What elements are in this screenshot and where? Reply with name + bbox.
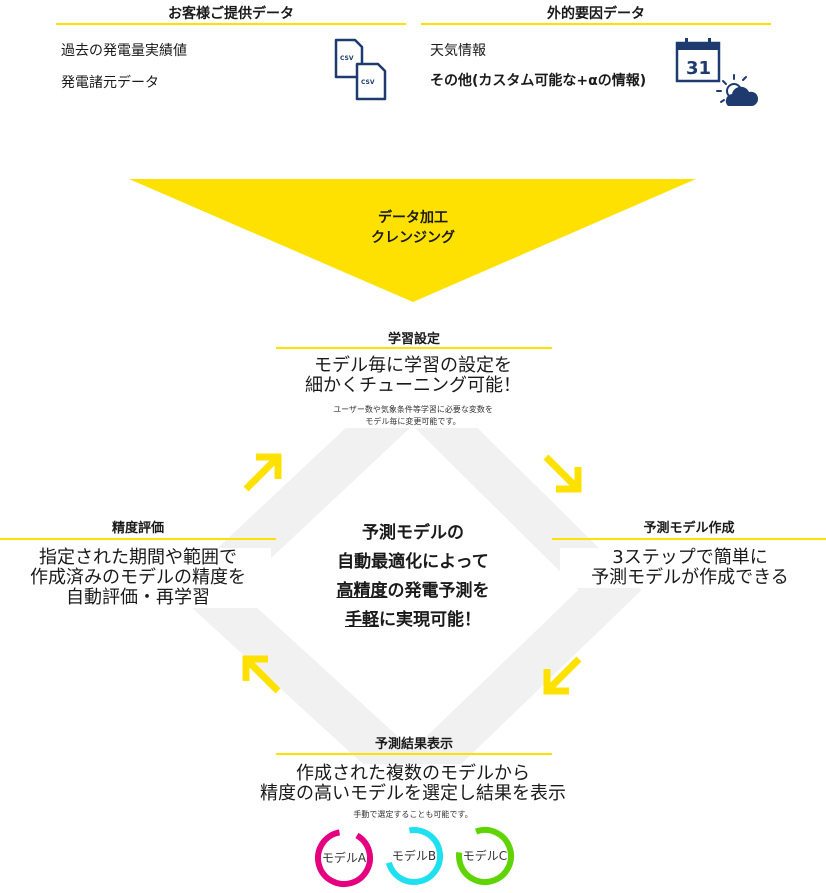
result-note: 手動で選定することも可能です。 — [353, 810, 473, 819]
customer-data-item: 過去の発電量実績値 — [61, 43, 187, 59]
accuracy-line3: 自動評価・再学習 — [66, 587, 210, 608]
center-line4-rest: に実現可能！ — [379, 610, 481, 630]
model-creation-line2: 予測モデルが作成できる — [591, 567, 789, 588]
funnel-label: データ加工 クレンジング — [313, 208, 513, 248]
arrow-down-right-icon — [546, 457, 578, 489]
model-c-ring-icon — [456, 827, 514, 885]
result-underline — [276, 753, 552, 755]
center-line3-underlined: 高精度 — [336, 581, 388, 601]
result-line2: 精度の高いモデルを選定し結果を表示 — [260, 783, 566, 804]
csv-file-icon: CSV CSV — [334, 38, 387, 101]
result-description: 作成された複数のモデルから 精度の高いモデルを選定し結果を表示 手動で選定するこ… — [200, 764, 626, 821]
learning-main-line2: 細かくチューニング可能！ — [305, 375, 521, 396]
center-line4: 手軽に実現可能！ — [283, 606, 543, 635]
model-a-ring: モデルA — [313, 827, 375, 889]
calendar-day: 31 — [686, 58, 711, 79]
center-line3: 高精度の発電予測を — [283, 577, 543, 606]
result-title: 予測結果表示 — [374, 737, 453, 752]
accuracy-underline — [0, 538, 276, 540]
accuracy-line1: 指定された期間や範囲で — [39, 547, 237, 568]
weather-cloud-sun-icon — [716, 74, 759, 106]
center-line1: 予測モデルの — [362, 523, 464, 543]
learning-underline — [276, 347, 552, 349]
model-creation-title: 予測モデル作成 — [643, 521, 735, 536]
customer-data-item: 発電諸元データ — [61, 75, 159, 91]
learning-main-line1: モデル毎に学習の設定を — [314, 355, 512, 376]
csv-label: CSV — [361, 79, 375, 86]
model-b-label: モデルB — [391, 849, 437, 863]
model-creation-underline — [552, 538, 826, 540]
center-line2: 自動最適化によって — [337, 552, 489, 572]
csv-label: CSV — [340, 55, 354, 62]
accuracy-description: 指定された期間や範囲で 作成済みのモデルの精度を 自動評価・再学習 — [5, 548, 271, 608]
external-data-underline — [421, 23, 771, 25]
model-creation-description: 3ステップで簡単に 予測モデルが作成できる — [560, 548, 820, 588]
model-b-ring-icon — [385, 827, 443, 885]
model-c-label: モデルC — [462, 849, 508, 863]
customer-data-underline — [56, 23, 406, 25]
accuracy-line2: 作成済みのモデルの精度を — [30, 567, 246, 588]
center-line4-underlined: 手軽 — [345, 610, 379, 630]
model-a-ring-icon — [315, 829, 373, 887]
customer-data-title: お客様ご提供データ — [168, 6, 294, 22]
learning-note-line2: モデル毎に変更可能です。 — [365, 417, 461, 426]
external-data-title: 外的要因データ — [547, 6, 645, 22]
funnel-line1: データ加工 — [378, 210, 448, 226]
external-data-item: その他(カスタム可能な+αの情報) — [430, 73, 647, 89]
model-c-ring: モデルC — [454, 825, 516, 887]
funnel-line2: クレンジング — [371, 230, 455, 246]
center-line3-rest: の発電予測を — [387, 581, 490, 601]
accuracy-title: 精度評価 — [111, 521, 164, 536]
learning-title: 学習設定 — [387, 332, 440, 347]
data-cleansing-funnel — [129, 179, 696, 302]
result-line1: 作成された複数のモデルから — [296, 763, 530, 784]
external-data-item: 天気情報 — [430, 43, 486, 59]
model-creation-line1: 3ステップで簡単に — [612, 547, 768, 568]
model-b-ring: モデルB — [383, 825, 445, 887]
arrow-up-right-icon — [246, 457, 278, 489]
learning-note-line1: ユーザー数や気象条件等学習に必要な変数を — [333, 405, 493, 414]
center-statement: 予測モデルの 自動最適化によって 高精度の発電予測を 手軽に実現可能！ — [283, 519, 543, 635]
model-a-label: モデルA — [321, 851, 367, 865]
arrow-up-left-icon — [246, 659, 278, 691]
learning-description: モデル毎に学習の設定を 細かくチューニング可能！ ユーザー数や気象条件等学習に必… — [240, 356, 586, 428]
arrow-down-left-icon — [547, 659, 579, 691]
calendar-icon: 31 — [675, 38, 721, 83]
